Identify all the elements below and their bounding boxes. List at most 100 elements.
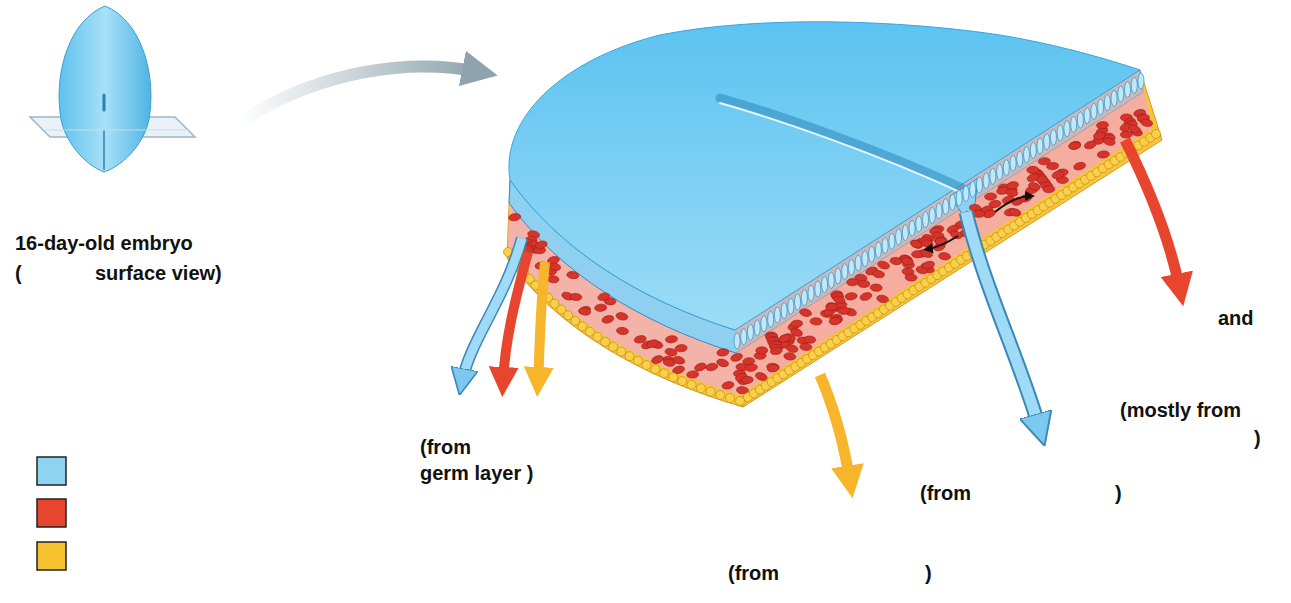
epiblast-cell <box>923 212 929 228</box>
mesoderm-cell <box>921 239 934 248</box>
epiblast-cell <box>869 246 875 262</box>
hypoblast-cell <box>716 390 725 399</box>
mesoderm-cell <box>616 327 629 336</box>
epiblast-cell <box>1057 125 1063 141</box>
mesoderm-cell <box>570 293 582 301</box>
mesoderm-cell <box>594 304 607 312</box>
hypoblast-cell <box>726 394 735 403</box>
epiblast-cell <box>902 225 908 241</box>
mesoderm-cell <box>754 371 768 382</box>
epiblast-cell <box>1118 86 1124 102</box>
epiblast-cell <box>1098 99 1104 115</box>
epiblast-cell <box>1003 160 1009 176</box>
derivation-arrows <box>462 140 1180 482</box>
mesoderm-cell <box>859 291 873 301</box>
epiblast-cell <box>936 203 942 219</box>
epiblast-cell <box>970 181 976 197</box>
epiblast-cell <box>848 259 854 275</box>
mesoderm-cell <box>783 352 796 361</box>
epiblast-cell <box>916 216 922 232</box>
mesoderm-cell <box>675 344 688 352</box>
epiblast-cell <box>1111 90 1117 106</box>
mesoderm-cell <box>716 348 729 357</box>
mesoderm-cell <box>949 230 963 241</box>
mesoderm-cell <box>877 260 890 270</box>
epiblast-cell <box>842 264 848 280</box>
epiblast-cell <box>1077 112 1083 128</box>
mesoderm-cell <box>905 274 917 282</box>
mesoderm-cell <box>767 364 780 373</box>
mesoderm-cell <box>646 338 660 349</box>
mesoderm-cell <box>1038 157 1050 165</box>
mesoderm-cell <box>721 381 734 390</box>
label-text: surface view) <box>95 261 222 285</box>
mesoderm-cell <box>922 260 936 270</box>
epiblast-cell <box>815 281 821 297</box>
epiblast-cell <box>1037 138 1043 154</box>
mesoderm-cell <box>1008 207 1021 217</box>
epiblast-cell <box>1064 121 1070 137</box>
mesoderm-cell <box>989 200 1002 209</box>
mesoderm-cell <box>870 284 882 292</box>
hypoblast-cell <box>625 352 634 361</box>
epiblast-cell <box>1125 82 1131 98</box>
epiblast-cell <box>909 220 915 236</box>
label-text: ( <box>15 261 22 285</box>
epiblast-cell <box>768 311 774 327</box>
color-key <box>37 457 66 570</box>
epiblast-cell <box>855 255 861 271</box>
mesoderm-cell <box>804 336 816 344</box>
mesoderm-cell <box>825 303 838 311</box>
hypoblast-cell <box>609 342 618 351</box>
label-text: (mostly from <box>1120 398 1241 422</box>
mesoderm-cell <box>785 344 798 354</box>
mesoderm-cell <box>790 327 804 337</box>
mesoderm-cell <box>1096 121 1108 129</box>
mesoderm-cell <box>1073 161 1086 171</box>
mesoderm-cell <box>800 343 813 351</box>
epiblast-cell <box>1017 151 1023 167</box>
epiblast-cell <box>801 290 807 306</box>
epiblast-cell <box>754 320 760 336</box>
epiblast-cell <box>1091 103 1097 119</box>
mesoderm-cell <box>920 248 933 258</box>
hypoblast-cell <box>651 365 660 374</box>
mesoderm-cell <box>665 335 678 343</box>
hypoblast-cell <box>669 373 678 382</box>
mesoderm-cell <box>858 280 870 287</box>
mesoderm-cell <box>1027 166 1039 174</box>
mesoderm-cell <box>597 292 610 302</box>
epiblast-cell <box>828 272 834 288</box>
mesoderm-cell <box>566 271 579 280</box>
mesoderm-cell <box>535 240 548 250</box>
epiblast-cell <box>835 268 841 284</box>
hypoblast-cell <box>706 387 715 396</box>
mesoderm-cell <box>508 213 521 222</box>
mesoderm-cell <box>651 354 665 365</box>
mesoderm-cell <box>634 335 647 345</box>
hypoblast-cell <box>1152 130 1161 139</box>
label-text: ) <box>925 561 932 585</box>
epiblast-cell <box>983 173 989 189</box>
epiblast-cell <box>943 199 949 215</box>
hypoblast-cell <box>633 356 642 365</box>
mesoderm-cell <box>694 362 708 373</box>
hypoblast-cell <box>642 361 651 370</box>
mesoderm-cell <box>601 314 614 324</box>
mesoderm-cell <box>790 319 803 328</box>
mesoderm-cell <box>872 270 885 279</box>
epiblast-cell <box>929 207 935 223</box>
epiblast-cell <box>875 242 881 258</box>
hypoblast-cell <box>617 347 626 356</box>
epiblast-cell <box>1050 129 1056 145</box>
epiblast-cell <box>882 238 888 254</box>
mesoderm-cell <box>778 333 792 343</box>
epiblast-cell <box>976 177 982 193</box>
mesoderm-cell <box>1140 118 1153 127</box>
epiblast-cell <box>889 233 895 249</box>
epiblast-cell <box>956 190 962 206</box>
hypoblast-cell <box>696 384 705 393</box>
label-text: and <box>1218 306 1254 330</box>
mesoderm-cell <box>847 278 859 286</box>
epiblast-cell <box>1030 142 1036 158</box>
